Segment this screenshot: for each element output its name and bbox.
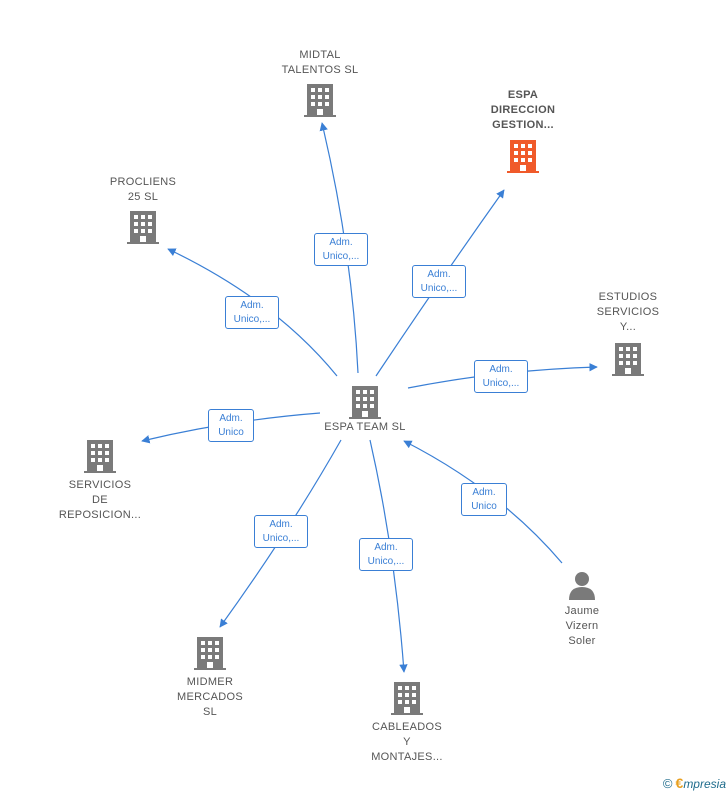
node-procliens[interactable]: PROCLIENS 25 SL bbox=[63, 175, 223, 245]
copyright-icon: © bbox=[662, 776, 673, 791]
building-icon bbox=[507, 140, 539, 173]
brand-footer: ©€mpresia bbox=[663, 775, 726, 791]
node-label-procliens: PROCLIENS 25 SL bbox=[109, 176, 177, 203]
brand-logo-text: mpresia bbox=[683, 777, 726, 791]
edge-label-midmer[interactable]: Adm. Unico,... bbox=[254, 515, 308, 548]
node-cableados-montajes[interactable]: CABLEADOS Y MONTAJES... bbox=[327, 680, 487, 765]
node-servicios-reposicion[interactable]: SERVICIOS DE REPOSICION... bbox=[20, 438, 180, 523]
node-estudios-servicios[interactable]: ESTUDIOS SERVICIOS Y... bbox=[548, 290, 708, 377]
node-label-espa-team: ESPA TEAM SL bbox=[324, 421, 406, 433]
node-label-servicios-reposicion: SERVICIOS DE REPOSICION... bbox=[58, 479, 142, 521]
node-label-cableados-montajes: CABLEADOS Y MONTAJES... bbox=[371, 721, 443, 763]
node-label-jaume-vizern: Jaume Vizern Soler bbox=[564, 605, 600, 647]
building-icon bbox=[127, 211, 159, 244]
building-icon bbox=[612, 343, 644, 376]
node-label-estudios-servicios: ESTUDIOS SERVICIOS Y... bbox=[596, 291, 660, 333]
node-espa-direccion[interactable]: ESPA DIRECCION GESTION... bbox=[443, 88, 603, 174]
edge-label-espa-direccion[interactable]: Adm. Unico,... bbox=[412, 265, 466, 298]
building-icon bbox=[304, 84, 336, 117]
edge-label-servicios[interactable]: Adm. Unico bbox=[208, 409, 254, 442]
node-jaume-vizern[interactable]: Jaume Vizern Soler bbox=[502, 570, 662, 649]
edge-label-jaume[interactable]: Adm. Unico bbox=[461, 483, 507, 516]
building-icon bbox=[194, 637, 226, 670]
building-icon bbox=[84, 440, 116, 473]
node-midtal-talentos[interactable]: MIDTAL TALENTOS SL bbox=[240, 48, 400, 118]
node-midmer-mercados[interactable]: MIDMER MERCADOS SL bbox=[130, 635, 290, 720]
edge-label-procliens[interactable]: Adm. Unico,... bbox=[225, 296, 279, 329]
node-label-midtal-talentos: MIDTAL TALENTOS SL bbox=[281, 49, 359, 76]
edge-label-cableados[interactable]: Adm. Unico,... bbox=[359, 538, 413, 571]
person-icon bbox=[569, 572, 595, 600]
building-icon bbox=[391, 682, 423, 715]
edge-label-midtal[interactable]: Adm. Unico,... bbox=[314, 233, 368, 266]
edge-label-estudios[interactable]: Adm. Unico,... bbox=[474, 360, 528, 393]
brand-logo-initial: € bbox=[675, 775, 684, 791]
node-espa-team[interactable]: ESPA TEAM SL bbox=[285, 384, 445, 435]
node-label-midmer-mercados: MIDMER MERCADOS SL bbox=[177, 676, 243, 718]
node-label-espa-direccion: ESPA DIRECCION GESTION... bbox=[490, 89, 556, 131]
building-icon bbox=[349, 386, 381, 419]
